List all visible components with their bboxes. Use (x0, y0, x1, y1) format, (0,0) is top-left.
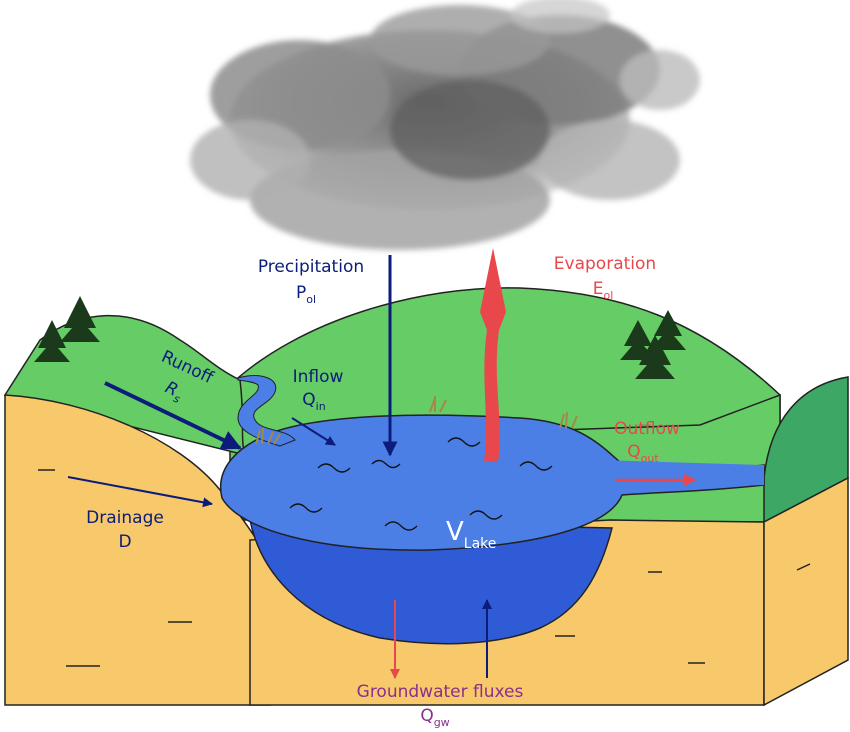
grass-tufts (255, 396, 578, 445)
runoff-arrow (104, 381, 242, 450)
evaporation-arrow (480, 248, 506, 462)
evaporation-label: Evaporation (554, 254, 656, 274)
inflow-symbol: Qin (302, 390, 325, 413)
pine-trees (34, 296, 686, 379)
lake-basin (249, 519, 613, 645)
runoff-symbol: Rs (161, 378, 187, 406)
outflow-stream (600, 460, 764, 490)
drainage-symbol: D (118, 532, 131, 552)
inflow-label: Inflow (293, 367, 344, 387)
soil-right-face (763, 476, 849, 707)
lake-volume-label: VLake (446, 517, 496, 552)
drainage-arrow (67, 476, 213, 508)
drainage-label: Drainage (86, 508, 164, 528)
water-ripples (289, 437, 553, 531)
soil-dashes (38, 469, 811, 667)
groundwater-label: Groundwater fluxes (357, 682, 524, 702)
cloud (190, 0, 700, 250)
outflow-symbol: Qout (627, 442, 659, 465)
groundwater-symbol: Qgw (420, 706, 449, 729)
precipitation-label: Precipitation (258, 257, 364, 277)
inflow-arrow (291, 417, 336, 446)
inflow-stream (237, 375, 296, 447)
precipitation-symbol: Pol (296, 283, 316, 306)
right-dark-face (763, 376, 849, 524)
evaporation-symbol: Eol (593, 279, 614, 302)
outflow-label: Outflow (614, 419, 680, 439)
